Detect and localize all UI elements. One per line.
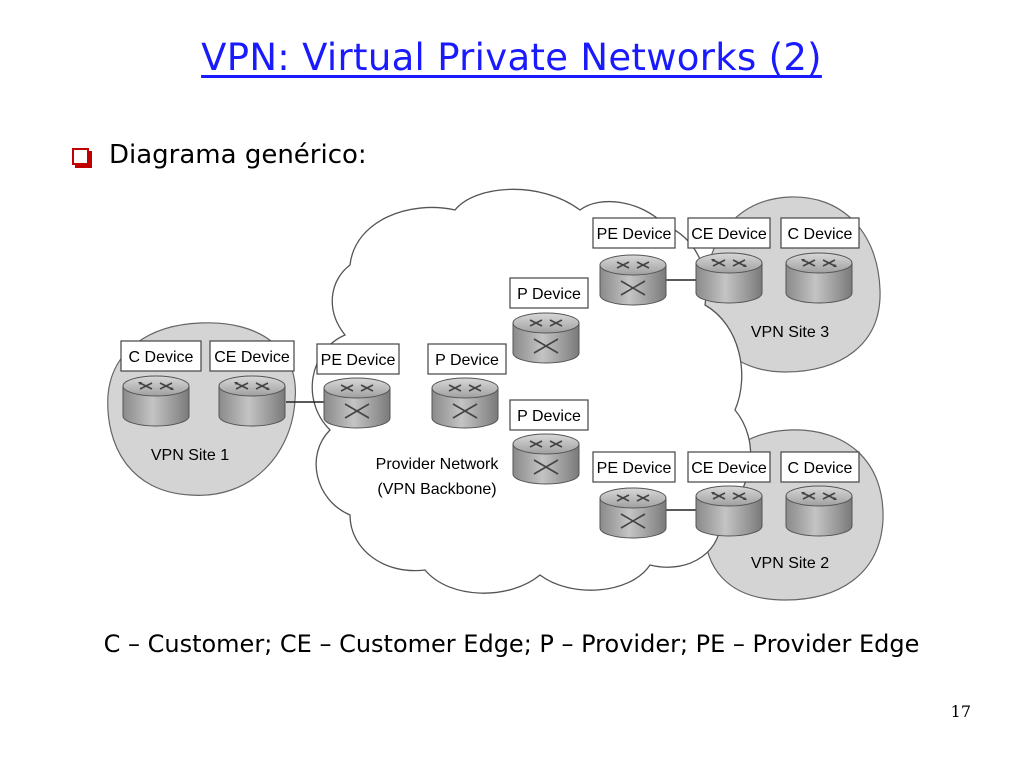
links <box>286 279 698 511</box>
bullet-box-icon <box>72 147 89 165</box>
label-box <box>509 399 589 431</box>
c-device-site2-label: C Device <box>788 460 853 477</box>
pe-device-site2-label: PE Device <box>597 460 672 477</box>
pe-device-site2-router-icon <box>599 487 667 539</box>
label-box <box>316 343 400 375</box>
pe-device-site3-label: PE Device <box>597 226 672 243</box>
vpn-site-2-label: VPN Site 2 <box>751 555 829 572</box>
label-box <box>687 451 771 483</box>
p-device-top-router-icon <box>512 312 580 364</box>
slide-title: VPN: Virtual Private Networks (2) <box>201 36 822 79</box>
label-box <box>592 217 676 249</box>
ce-device-site3-router-icon <box>695 252 763 304</box>
c-device-site1-router-icon <box>122 375 190 427</box>
pe-device-site3-router-icon <box>599 254 667 306</box>
p-device-bottom-router-icon <box>512 433 580 485</box>
pe-device-left-router-icon <box>323 377 391 429</box>
ce-device-site2-router-icon <box>695 485 763 537</box>
label-box <box>509 277 589 309</box>
label-box <box>687 217 771 249</box>
bullet-text: Diagrama genérico: <box>109 140 367 170</box>
label-box <box>209 340 295 372</box>
bullet-item: Diagrama genérico: <box>72 140 367 170</box>
c-device-site3-router-icon <box>785 252 853 304</box>
c-device-site3-label: C Device <box>788 226 853 243</box>
provider-network-label: Provider Network <box>376 456 500 473</box>
label-box <box>120 340 202 372</box>
vpn-site-3-label: VPN Site 3 <box>751 324 829 341</box>
ce-device-site3-label: CE Device <box>691 226 767 243</box>
label-box <box>427 343 507 375</box>
label-box <box>592 451 676 483</box>
c-device-site2-router-icon <box>785 485 853 537</box>
p-device-center-label: P Device <box>435 352 499 369</box>
p-device-top-label: P Device <box>517 286 581 303</box>
p-device-center-router-icon <box>431 377 499 429</box>
vpn-site-1-label: VPN Site 1 <box>151 447 229 464</box>
label-box <box>780 217 860 249</box>
ce-device-site1-router-icon <box>218 375 286 427</box>
pe-device-left-label: PE Device <box>321 352 396 369</box>
c-device-site1-label: C Device <box>129 349 194 366</box>
vpn-backbone-label: (VPN Backbone) <box>377 481 496 498</box>
label-box <box>780 451 860 483</box>
legend-caption: C – Customer; CE – Customer Edge; P – Pr… <box>103 630 920 658</box>
page-number: 17 <box>950 702 971 721</box>
ce-device-site2-label: CE Device <box>691 460 767 477</box>
ce-device-site1-label: CE Device <box>214 349 290 366</box>
p-device-bottom-label: P Device <box>517 408 581 425</box>
